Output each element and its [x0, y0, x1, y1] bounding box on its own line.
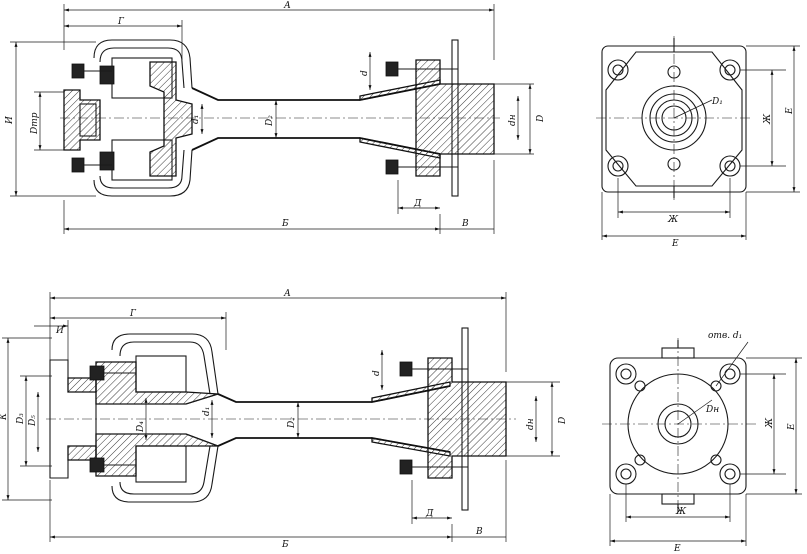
label-V: В: [475, 527, 483, 537]
label-Dsmall: Д: [413, 199, 422, 209]
dimension-Dtr: Dтр: [30, 91, 64, 151]
bottom-side-view: А Г И К D₃ D₅: [0, 289, 568, 550]
label-D2: D₂: [265, 115, 275, 127]
label-dn: dн: [508, 114, 518, 126]
bottom-end-view: отв. d₁ Dн Ж Е Ж Е: [602, 331, 802, 554]
label-d1: d₁: [191, 115, 201, 124]
label-D3: D₃: [16, 413, 26, 425]
label-hole-note: отв. d₁: [708, 331, 742, 341]
label-Zh-right: Ж: [763, 113, 773, 125]
label-E-bottom: Е: [673, 544, 681, 554]
label-d: d: [372, 370, 382, 376]
top-end-view: D₁ Ж Е Ж Е: [596, 36, 800, 249]
label-d: d: [360, 70, 370, 76]
label-E-right: Е: [785, 107, 795, 115]
label-B: Б: [281, 219, 289, 229]
dimension-A-top: А: [63, 1, 495, 60]
housing-outline-top: [93, 39, 193, 89]
label-G: Г: [117, 17, 125, 27]
label-Dn: Dн: [705, 405, 719, 415]
label-Dtr: Dтр: [30, 112, 40, 135]
inlet-flange: [63, 89, 101, 151]
label-E-bottom: Е: [671, 239, 679, 249]
label-Zh-right: Ж: [765, 417, 775, 429]
label-D1: D₁: [711, 97, 723, 107]
label-Dsmall: Д: [425, 509, 434, 519]
label-dn: dн: [526, 418, 536, 430]
housing-outline-bottom: [111, 333, 219, 395]
label-D5: D₅: [28, 415, 38, 427]
top-side-view: А Г И Dтр: [5, 1, 546, 234]
label-E-right: Е: [787, 423, 797, 431]
mounting-plate-top: [451, 39, 459, 197]
label-I: И: [55, 326, 64, 336]
label-Zh-bottom: Ж: [667, 215, 679, 225]
label-K: К: [0, 412, 9, 421]
label-A: А: [283, 1, 291, 11]
label-Zh-bottom: Ж: [675, 507, 687, 517]
label-D: D: [536, 115, 546, 123]
label-B: Б: [281, 540, 289, 550]
label-A: А: [283, 289, 291, 299]
dimension-G-top: Г: [64, 17, 183, 60]
mounting-plate-bottom: [461, 327, 469, 511]
label-D4: D₄: [136, 421, 146, 433]
label-D: D: [558, 417, 568, 425]
bolt-head-left-upper: [71, 63, 85, 79]
bolt-head-left-lower: [71, 157, 85, 173]
diffuser-section-top: [149, 61, 193, 177]
label-G: Г: [129, 309, 137, 319]
label-V: В: [461, 219, 469, 229]
label-d1: d₁: [202, 407, 212, 416]
outlet-flange-bottom: [427, 357, 507, 479]
label-D2: D₂: [287, 417, 297, 429]
dimension-I-top: И: [5, 41, 96, 197]
label-I: И: [5, 116, 15, 125]
outlet-flange-top: [415, 59, 495, 177]
